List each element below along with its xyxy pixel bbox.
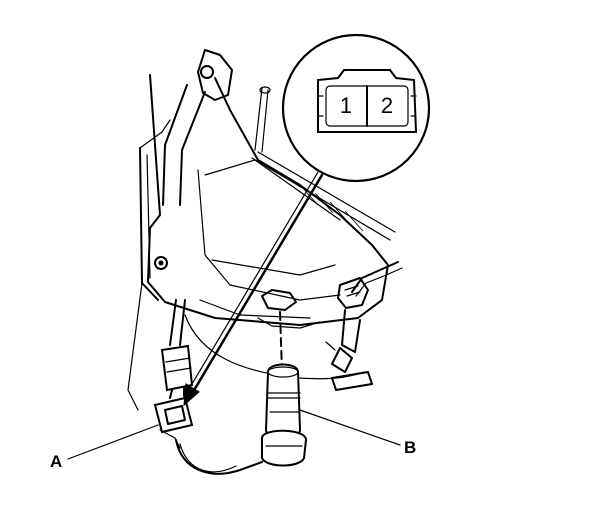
washer-reservoir — [139, 49, 396, 380]
callout-label-a: A — [50, 452, 62, 471]
callout-leaders — [67, 409, 401, 460]
callout-label-b: B — [404, 438, 416, 457]
inset-pointer-arrow — [183, 171, 324, 407]
fluid-level-sensor — [261, 311, 308, 467]
connector-inset: 1 2 — [281, 33, 431, 183]
right-pump-assembly — [325, 261, 403, 391]
left-wiring — [127, 282, 263, 475]
pin-2-label: 2 — [381, 93, 393, 118]
pin-1-label: 1 — [340, 93, 352, 118]
